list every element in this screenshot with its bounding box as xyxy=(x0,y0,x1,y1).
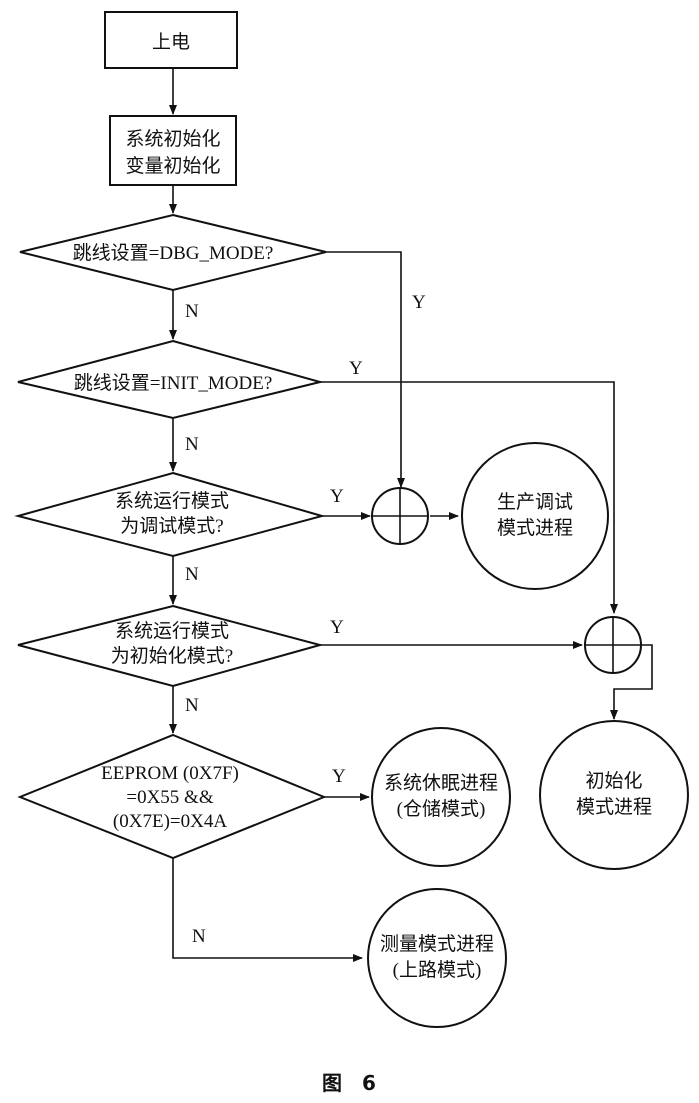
process-sleep-line-2: (仓储模式) xyxy=(397,798,486,820)
connectors xyxy=(169,68,653,962)
decision-dbg-mode: 跳线设置=DBG_MODE? xyxy=(19,213,327,292)
label-d3-yes: Y xyxy=(330,486,344,507)
process-debug-mode: 生产调试 模式进程 xyxy=(461,442,609,590)
label-d5-yes: Y xyxy=(332,766,346,787)
decision-init-mode: 跳线设置=INIT_MODE? xyxy=(17,339,324,420)
process-measure-line-2: (上路模式) xyxy=(393,959,482,981)
power-on-label: 上电 xyxy=(152,31,190,53)
init-line-1: 系统初始化 xyxy=(125,128,220,150)
decision-init-mode-label: 跳线设置=INIT_MODE? xyxy=(74,372,273,394)
process-init-line-1: 初始化 xyxy=(585,770,642,792)
decision-debug-run-line-2: 为调试模式? xyxy=(120,515,223,537)
label-d2-yes: Y xyxy=(349,358,363,379)
label-d1-yes: Y xyxy=(412,292,426,313)
init-line-2: 变量初始化 xyxy=(125,155,220,177)
decision-eeprom-line-2: =0X55 && xyxy=(126,787,213,808)
label-d1-no: N xyxy=(185,301,199,322)
label-d5-no: N xyxy=(192,926,206,947)
junction-init xyxy=(584,616,642,674)
process-measure-line-1: 测量模式进程 xyxy=(380,933,494,955)
decision-eeprom: EEPROM (0X7F) =0X55 && (0X7E)=0X4A xyxy=(17,733,327,860)
label-d3-no: N xyxy=(185,564,199,585)
decision-init-run-line-1: 系统运行模式 xyxy=(115,620,229,642)
power-on-box: 上电 xyxy=(104,11,238,69)
decision-debug-run-line-1: 系统运行模式 xyxy=(115,490,229,512)
process-debug-line-2: 模式进程 xyxy=(497,517,573,539)
process-measure-mode: 测量模式进程 (上路模式) xyxy=(367,888,507,1028)
label-d2-no: N xyxy=(185,434,199,455)
decision-init-run: 系统运行模式 为初始化模式? xyxy=(17,604,324,688)
decision-eeprom-line-1: EEPROM (0X7F) xyxy=(101,763,239,784)
process-debug-line-1: 生产调试 xyxy=(497,491,573,513)
junction-debug xyxy=(371,487,429,545)
decision-dbg-mode-label: 跳线设置=DBG_MODE? xyxy=(73,242,274,264)
arrow-d2-yes xyxy=(320,381,618,614)
decision-init-run-line-2: 为初始化模式? xyxy=(111,645,233,667)
process-init-line-2: 模式进程 xyxy=(576,796,652,818)
label-d4-yes: Y xyxy=(330,617,344,638)
init-box: 系统初始化 变量初始化 xyxy=(109,115,237,186)
process-sleep-mode: 系统休眠进程 (仓储模式) xyxy=(371,727,511,867)
figure-caption: 图 6 xyxy=(322,1071,376,1095)
arrow-d5-to-measure xyxy=(172,858,363,962)
label-d4-no: N xyxy=(185,695,199,716)
decision-debug-run: 系统运行模式 为调试模式? xyxy=(14,471,326,558)
decision-eeprom-line-3: (0X7E)=0X4A xyxy=(113,811,227,832)
arrow-junction-to-init xyxy=(610,644,653,720)
process-sleep-line-1: 系统休眠进程 xyxy=(384,772,498,794)
arrow-d1-yes xyxy=(326,251,405,488)
process-init-mode: 初始化 模式进程 xyxy=(539,720,689,870)
